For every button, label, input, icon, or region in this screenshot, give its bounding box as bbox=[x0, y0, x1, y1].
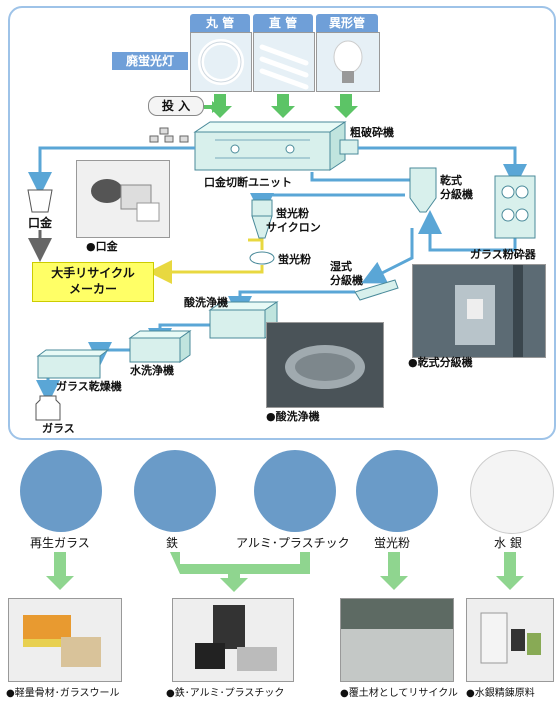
phosphor-cyclone-label-2: サイクロン bbox=[266, 219, 321, 235]
bottom-arrows bbox=[0, 548, 560, 598]
material-iron-circle bbox=[134, 450, 216, 532]
material-phosphor-circle bbox=[356, 450, 438, 532]
material-mercury-circle bbox=[470, 450, 554, 534]
small-caps bbox=[150, 128, 188, 142]
cap-photo bbox=[76, 160, 170, 238]
dry-classifier-photo bbox=[412, 264, 546, 358]
cap-label: 口金 bbox=[28, 214, 52, 231]
glass-dryer-label: ガラス乾燥機 bbox=[56, 378, 122, 394]
dry-classifier-machine bbox=[410, 168, 436, 212]
glass-crusher-machine bbox=[495, 176, 535, 238]
product-label-metal: ●鉄･アルミ･プラスチック bbox=[166, 684, 284, 699]
material-alu-circle bbox=[254, 450, 336, 532]
crusher-machine bbox=[195, 122, 345, 170]
recycle-maker-box: 大手リサイクル メーカー bbox=[32, 262, 154, 302]
recycle-maker-line-1: 大手リサイクル bbox=[33, 265, 153, 281]
water-wash-label: 水洗浄機 bbox=[130, 362, 174, 378]
glass-crusher-label: ガラス粉砕器 bbox=[470, 246, 536, 262]
cap-cut-unit-label: 口金切断ユニット bbox=[204, 174, 292, 190]
glass-jar bbox=[36, 396, 60, 420]
glass-dryer-machine bbox=[38, 350, 108, 378]
cap-photo-label: ●口金 bbox=[86, 238, 118, 254]
product-label-soil: ●覆土材としてリサイクル bbox=[340, 684, 458, 699]
product-metal-photo bbox=[172, 598, 294, 682]
acid-wash-label: 酸洗浄機 bbox=[184, 294, 228, 310]
material-glass-circle bbox=[20, 450, 102, 532]
dry-classifier-label-2: 分級機 bbox=[440, 186, 473, 202]
product-glass-photo bbox=[8, 598, 122, 682]
acid-wash-photo-label: ●酸洗浄機 bbox=[266, 408, 320, 424]
glass-label: ガラス bbox=[42, 420, 75, 436]
crusher-label: 粗破砕機 bbox=[350, 124, 394, 140]
dry-classifier-photo-label: ●乾式分級機 bbox=[408, 354, 473, 370]
product-label-mercury: ●水銀精錬原料 bbox=[466, 684, 535, 699]
product-label-glass: ●軽量骨材･ガラスウール bbox=[6, 684, 120, 699]
product-soil-photo bbox=[340, 598, 454, 682]
product-mercury-photo bbox=[466, 598, 554, 682]
phosphor-label: 蛍光粉 bbox=[278, 251, 311, 267]
water-wash-machine bbox=[130, 331, 190, 362]
wet-classifier-label-2: 分級機 bbox=[330, 272, 363, 288]
acid-wash-photo bbox=[266, 322, 384, 408]
green-input-arrows bbox=[208, 94, 358, 118]
phosphor-dish bbox=[250, 252, 274, 264]
recycle-maker-line-2: メーカー bbox=[33, 281, 153, 297]
cap-bin bbox=[28, 190, 52, 212]
